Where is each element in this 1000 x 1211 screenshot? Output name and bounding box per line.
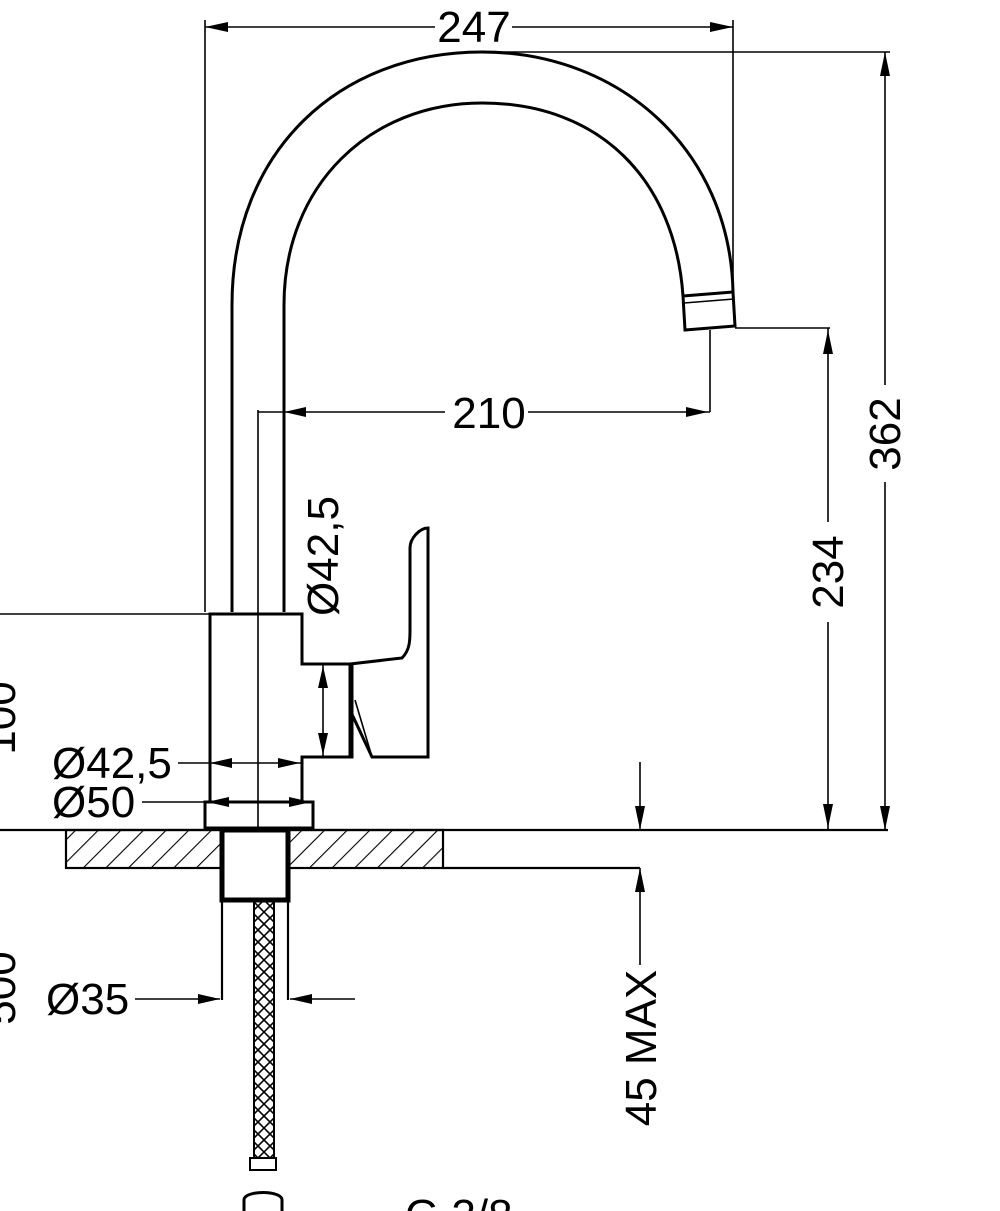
shank-diameter-label: Ø35 (46, 975, 129, 1024)
hose-connection-label: G 3/8 (405, 1191, 513, 1211)
spout-height-label: 234 (804, 535, 853, 608)
mounting-shank (219, 827, 291, 1000)
dimension-left-partial: 100 500 (0, 613, 210, 1025)
dimension-shank-diameter: Ø35 (46, 975, 355, 1024)
spout-reach-label: 210 (452, 389, 525, 438)
base-diameter-label: Ø50 (52, 778, 135, 827)
left-partial-lower-label: 500 (0, 951, 25, 1024)
hose-connection-partial: G 3/8 (405, 1191, 513, 1211)
body-diameter-base-label: Ø42,5 (52, 739, 172, 788)
max-deck-thickness-label: 45 MAX (617, 970, 666, 1127)
faucet-spout (230, 50, 737, 612)
dimension-max-deck-thickness: 45 MAX (617, 762, 666, 1126)
dimension-body-diameter-side: Ø42,5 (299, 496, 350, 757)
countertop-section (0, 828, 888, 870)
dimension-base-diameter: Ø50 (52, 778, 313, 827)
dimension-spout-reach: 210 (258, 330, 711, 438)
braided-hose (242, 899, 284, 1211)
dimension-body-diameter-base: Ø42,5 (52, 739, 302, 788)
dimension-overall-height: 362 (482, 51, 910, 830)
dimension-overall-reach: 247 (204, 3, 734, 612)
left-partial-upper-label: 100 (0, 681, 25, 754)
body-diameter-side-label: Ø42,5 (299, 496, 348, 616)
faucet-handle (348, 526, 430, 759)
overall-height-label: 362 (861, 397, 910, 470)
overall-reach-label: 247 (437, 3, 510, 52)
dimension-spout-height: 234 (735, 327, 853, 830)
